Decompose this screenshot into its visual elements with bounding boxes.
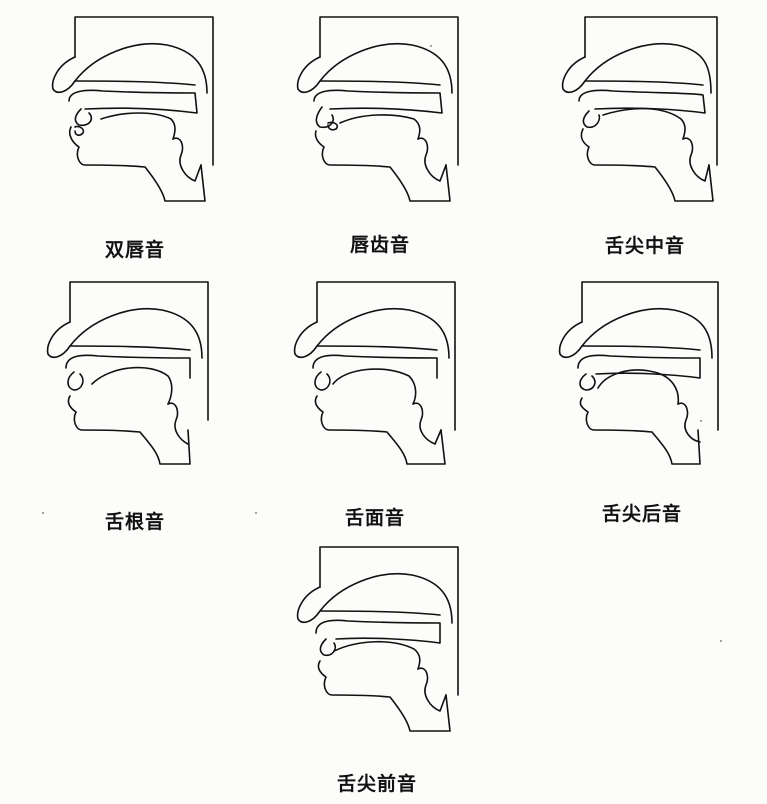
panel-label: 舌尖中音 [565,231,725,258]
diagram-panel-retroflex: 舌尖后音 [550,280,740,475]
panel-label: 唇齿音 [300,230,460,257]
scan-speck [430,45,432,47]
vocal-tract-bilabial [45,15,235,210]
vocal-tract-alveolar [555,15,745,210]
scan-speck [42,512,44,514]
diagram-panel-bilabial: 双唇音 [45,15,235,210]
panel-label: 双唇音 [55,235,215,262]
vocal-tract-retroflex [550,280,740,475]
diagram-panel-dental: 舌尖前音 [290,545,480,740]
scan-speck [255,512,257,514]
diagram-panel-velar: 舌根音 [40,280,230,475]
panel-label: 舌尖后音 [562,499,722,526]
scan-speck [700,420,702,422]
vocal-tract-velar [40,280,230,475]
scan-speck [720,640,722,642]
diagram-panel-alveolar: 舌尖中音 [555,15,745,210]
panel-label: 舌根音 [55,507,215,534]
diagram-panel-palatal: 舌面音 [285,280,475,475]
diagram-panel-labiodental: 唇齿音 [290,15,480,210]
panel-label: 舌面音 [295,503,455,530]
vocal-tract-labiodental [290,15,480,210]
panel-label: 舌尖前音 [297,769,457,796]
vocal-tract-dental [290,545,480,740]
vocal-tract-palatal [285,280,475,475]
